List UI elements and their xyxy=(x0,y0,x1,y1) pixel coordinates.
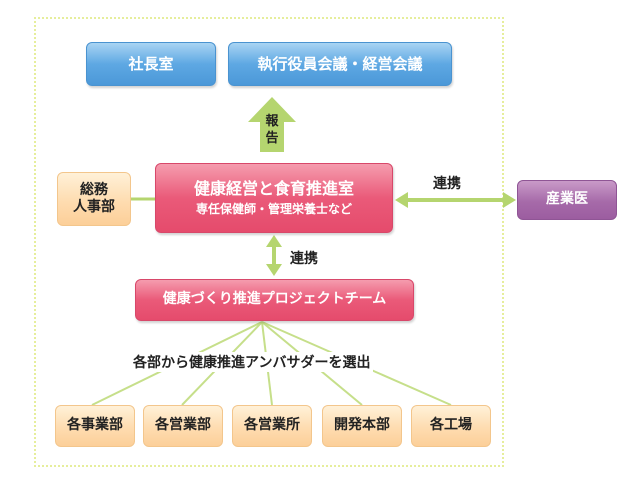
general-affairs-box: 総務 人事部 xyxy=(57,172,131,226)
industrial-doctor-box: 産業医 xyxy=(517,180,617,220)
link-arrowhead-up xyxy=(266,235,282,247)
link-label: 連携 xyxy=(290,251,318,267)
health-promotion-office-title: 健康経営と食育推進室 xyxy=(193,179,354,198)
ambassador-selection-label: 各部から健康推進アンバサダーを選出 xyxy=(130,352,374,372)
executive-meeting-label: 執行役員会議・経営会議 xyxy=(257,54,423,73)
department-label: 各営業所 xyxy=(244,417,300,434)
project-team-box: 健康づくり推進プロジェクトチーム xyxy=(135,279,414,321)
general-affairs-label-line2: 人事部 xyxy=(73,199,115,215)
health-promotion-office-box: 健康経営と食育推進室 専任保健師・管理栄養士など xyxy=(155,163,393,233)
link-arrowhead-down xyxy=(266,264,282,276)
partner-link-label: 連携 xyxy=(433,176,461,192)
health-promotion-office-subtitle: 専任保健師・管理栄養士など xyxy=(195,202,352,216)
department-label: 各事業部 xyxy=(67,417,123,434)
department-label: 開発本部 xyxy=(334,417,390,434)
diagram-frame xyxy=(34,17,504,467)
department-box: 各工場 xyxy=(411,405,491,447)
president-office-box: 社長室 xyxy=(86,42,216,86)
department-label: 各工場 xyxy=(430,417,472,434)
report-arrow xyxy=(248,97,296,152)
president-office-label: 社長室 xyxy=(128,54,174,73)
department-box: 各営業部 xyxy=(143,405,223,447)
department-box: 各事業部 xyxy=(55,405,135,447)
general-affairs-label-line1: 総務 xyxy=(80,181,108,198)
executive-meeting-box: 執行役員会議・経営会議 xyxy=(228,42,452,86)
department-box: 各営業所 xyxy=(232,405,312,447)
department-box: 開発本部 xyxy=(322,405,402,447)
industrial-doctor-label: 産業医 xyxy=(546,191,588,208)
department-label: 各営業部 xyxy=(155,417,211,434)
partner-arrowhead-left xyxy=(395,192,408,208)
project-team-label: 健康づくり推進プロジェクトチーム xyxy=(162,291,387,308)
report-label: 報告 xyxy=(265,114,279,146)
partner-arrowhead-right xyxy=(503,192,516,208)
